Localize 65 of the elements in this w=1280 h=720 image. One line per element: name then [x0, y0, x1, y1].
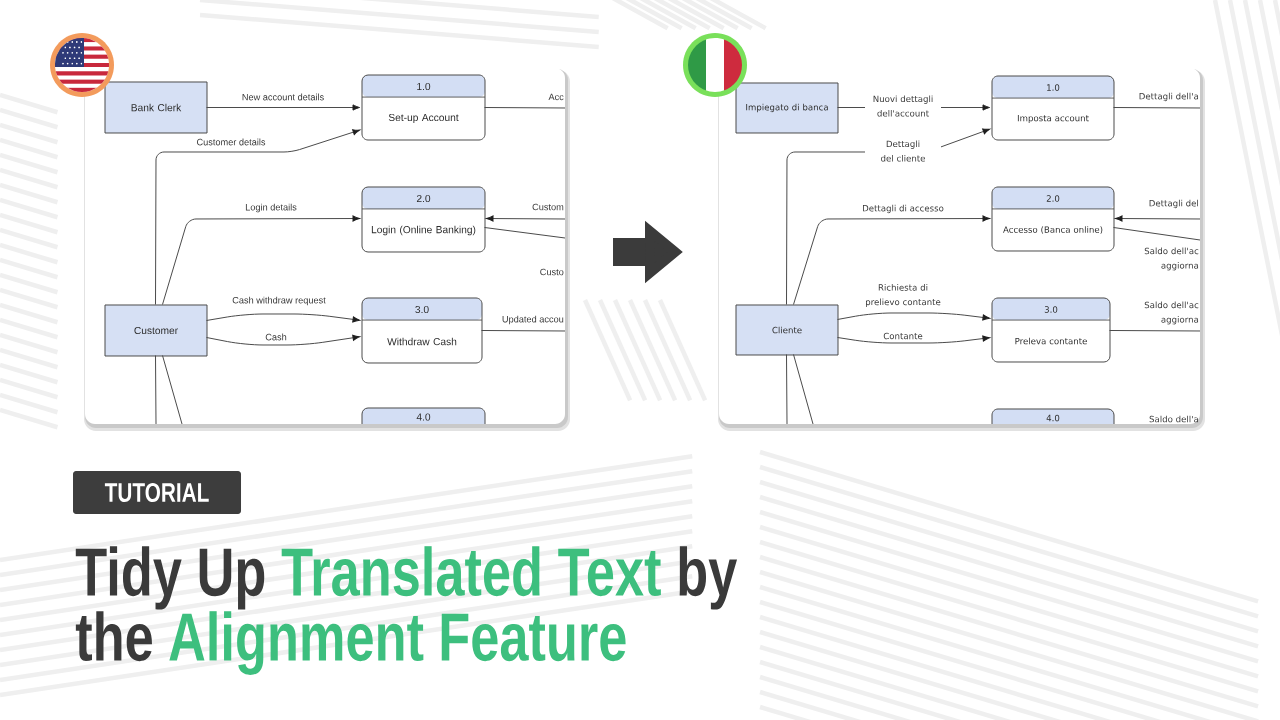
arrow: [1115, 215, 1201, 222]
edge-label: Nuovi dettagli dell'account: [865, 94, 941, 118]
connector-line: [1113, 227, 1201, 241]
arrow: [162, 215, 360, 305]
arrow: [837, 312, 991, 321]
connector-line: [786, 354, 788, 425]
process-name: Preleva contante: [1015, 337, 1087, 345]
connector-line: [484, 107, 566, 109]
arrow: [837, 335, 991, 344]
edge-label: Custo: [538, 267, 565, 277]
process-box: [991, 408, 1115, 425]
edge-label: Richiesta di prelievo contante: [857, 283, 949, 308]
process-number: 3.0: [1044, 306, 1058, 313]
arrow: [486, 215, 566, 222]
process-name: Accesso (Banca online): [1003, 226, 1103, 234]
entity-box: Cliente: [735, 304, 839, 356]
edge-label: Cash: [264, 332, 288, 342]
process-number: 1.0: [1047, 84, 1060, 91]
process-number: 2.0: [416, 194, 431, 203]
edge-label: Custom: [531, 202, 565, 212]
process-number: 4.0: [1046, 414, 1060, 422]
process-box: [361, 297, 483, 364]
process-name: Set-up Account: [388, 113, 459, 124]
process-name: Withdraw Cash: [387, 337, 457, 346]
title: Tidy Up Translated Text by the Alignment Feature: [75, 546, 738, 675]
arrow: [793, 215, 990, 305]
connector-line: [162, 355, 183, 425]
process-box: [361, 74, 486, 141]
arrow: [206, 334, 361, 346]
edge-label: Dettagli del cliente: [865, 139, 941, 163]
connector-line: [155, 355, 157, 425]
entity-box: Customer: [104, 304, 208, 357]
edge-label: Acc: [547, 92, 565, 102]
process-number: 2.0: [1046, 195, 1060, 202]
edge-label: Login details: [244, 202, 298, 214]
process-name: Imposta account: [1017, 115, 1089, 124]
edge-label: Updated accou: [500, 314, 565, 326]
entity-box: Bank Clerk: [104, 81, 208, 134]
process-number: 1.0: [417, 82, 431, 91]
category-badge: TUTORIAL: [73, 471, 241, 514]
process-box: [991, 297, 1111, 363]
edge-label: Contante: [882, 331, 924, 341]
edge-label: Dettagli del: [1147, 198, 1200, 210]
entity-box: Impiegato di banca: [735, 82, 839, 134]
connector-line: [1113, 107, 1201, 109]
edge-label: New account details: [240, 92, 326, 102]
arrow: [206, 104, 360, 111]
process-box: [361, 186, 486, 253]
edge-label: Cash withdraw request: [231, 295, 327, 307]
process-box: [361, 407, 486, 425]
edge-label: Customer details: [195, 137, 267, 147]
edge-label: Dettagli di accesso: [861, 203, 945, 215]
connector-line: [481, 330, 566, 332]
flow-label: Saldo dell'a: [1149, 415, 1198, 423]
connector-line: [793, 354, 814, 425]
process-number: 3.0: [415, 305, 429, 314]
process-number: 4.0: [416, 413, 431, 421]
process-box: [991, 186, 1115, 252]
process-box: [991, 75, 1115, 141]
edge-label: Dettagli dell'a: [1137, 91, 1200, 103]
arrow: [206, 313, 361, 323]
process-name: Login (Online Banking): [371, 225, 476, 236]
arrow: [155, 129, 361, 305]
connector-line: [484, 227, 566, 239]
connector-line: [1109, 330, 1201, 332]
